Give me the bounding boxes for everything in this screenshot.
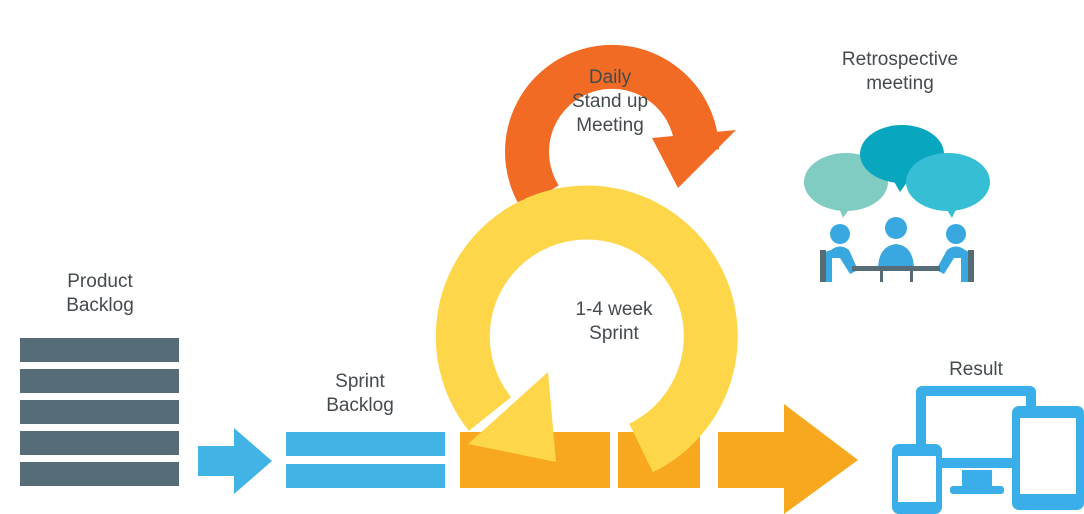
backlog-bar bbox=[20, 338, 179, 362]
people-meeting-icon bbox=[804, 125, 990, 282]
backlog-bar bbox=[20, 369, 179, 393]
sprint-cycle-arrow-icon bbox=[435, 185, 738, 473]
devices-icon bbox=[892, 386, 1084, 514]
sprint-label: 1-4 week Sprint bbox=[575, 299, 653, 344]
product-backlog-label: Product Backlog bbox=[66, 271, 134, 316]
sprint-backlog-bar bbox=[286, 464, 445, 488]
result-label: Result bbox=[949, 359, 1003, 380]
sprint-backlog-label: Sprint Backlog bbox=[326, 371, 394, 416]
daily-standup-label: Daily Stand up Meeting bbox=[571, 67, 649, 136]
backlog-bar bbox=[20, 400, 179, 424]
retrospective-label: Retrospective meeting bbox=[841, 49, 959, 94]
backlog-bar bbox=[20, 462, 179, 486]
sprint-backlog-bar bbox=[286, 432, 445, 456]
right-arrow-icon bbox=[198, 428, 272, 494]
daily-cycle-arrow-icon bbox=[505, 44, 736, 209]
product-backlog-stack bbox=[20, 338, 179, 486]
backlog-bar bbox=[20, 431, 179, 455]
sprint-backlog-bars bbox=[286, 432, 445, 488]
